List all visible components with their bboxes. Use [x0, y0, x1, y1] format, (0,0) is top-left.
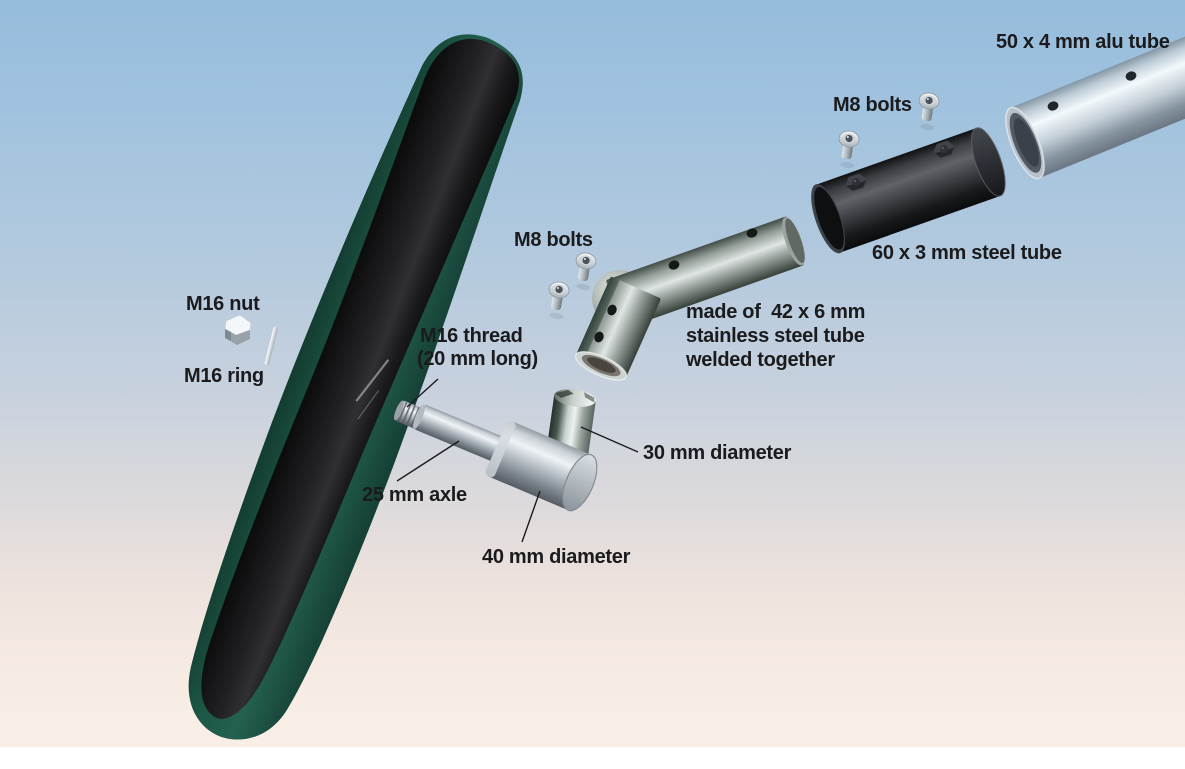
label-40mm-diameter: 40 mm diameter [482, 546, 631, 568]
alu-tube-hole [1125, 71, 1137, 81]
rudder-blade [188, 34, 523, 740]
blade-black-face [201, 38, 519, 719]
axle-shaft-part [413, 404, 504, 462]
m16-ring-part [264, 326, 278, 366]
label-25mm-axle: 25 mm axle [362, 484, 467, 506]
label-made-of-3: welded together [686, 349, 835, 371]
blade-slit-highlight [355, 359, 390, 402]
elbow-hole [594, 331, 604, 343]
m16-nut-part [224, 314, 252, 345]
label-m16-thread-2: (20 mm long) [417, 348, 538, 370]
label-alu-tube: 50 x 4 mm alu tube [996, 31, 1170, 53]
gradient-background [0, 0, 1185, 747]
label-m8-bolts-top: M8 bolts [833, 94, 912, 116]
blade-slit-highlight-2 [357, 389, 380, 420]
elbow-hole [746, 228, 758, 238]
label-30mm-diameter: 30 mm diameter [643, 442, 792, 464]
label-m16-thread-1: M16 thread [420, 325, 523, 347]
bottom-white-strip [0, 747, 1185, 769]
leader-line-axle [396, 440, 460, 482]
m8-bolt [834, 129, 861, 170]
label-m16-nut: M16 nut [186, 293, 260, 315]
axle-assembly [394, 389, 598, 512]
label-m8-bolts-mid: M8 bolts [514, 229, 593, 251]
label-made-of-2: stainless steel tube [686, 325, 865, 347]
alu-tube [1005, 22, 1185, 180]
leader-lines [396, 378, 639, 543]
m8-bolt [543, 279, 571, 321]
label-steel-tube: 60 x 3 mm steel tube [872, 242, 1062, 264]
alu-tube-hole [1047, 101, 1059, 111]
label-made-of-1: made of 42 x 6 mm [686, 301, 866, 323]
label-m16-ring: M16 ring [184, 365, 264, 387]
leader-line-dia30 [580, 426, 639, 453]
elbow-tube [574, 216, 805, 381]
leader-line-dia40 [521, 490, 541, 543]
steel-tube [811, 127, 1006, 254]
m8-bolt [570, 250, 598, 292]
leader-line-thread [406, 378, 439, 408]
elbow-hole [668, 260, 680, 270]
elbow-hole [607, 304, 617, 316]
axle-body-40mm-part [485, 420, 598, 512]
m8-bolt [914, 91, 941, 132]
elbow-lower-arm [574, 276, 661, 381]
